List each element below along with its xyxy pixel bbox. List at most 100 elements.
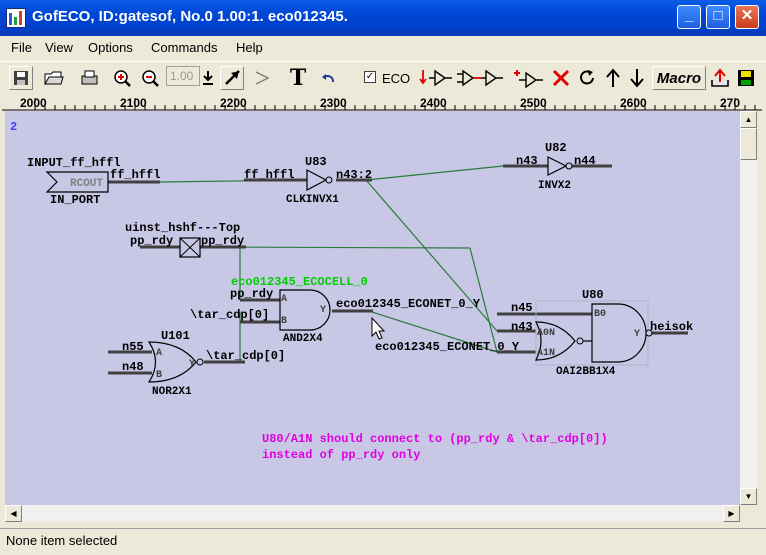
rotate-icon[interactable] [575, 66, 599, 90]
input-port-symbol[interactable] [45, 171, 109, 193]
pin-label: Y [320, 305, 326, 316]
net-label: pp_rdy [130, 234, 173, 248]
undo-icon[interactable] [316, 66, 340, 90]
pin-label: A0N [537, 328, 555, 339]
ruler-label: 2400 [420, 96, 447, 110]
minimize-button[interactable]: _ [677, 5, 701, 29]
ruler: 2000 2100 2200 2300 2400 2500 2600 270 [2, 94, 762, 111]
input-port-name: INPUT_ff_hffl [27, 156, 121, 170]
delete-icon[interactable] [549, 66, 573, 90]
net-label: n43 [511, 320, 533, 334]
menu-commands[interactable]: Commands [151, 40, 218, 55]
app-icon[interactable] [6, 8, 26, 28]
insert-gate-chain-icon[interactable] [456, 66, 504, 90]
zoom-input[interactable]: 1.00 [166, 66, 200, 86]
menu-file[interactable]: File [11, 40, 32, 55]
mouse-cursor-icon [371, 316, 386, 340]
pin-label: B [281, 316, 287, 327]
scroll-right-button[interactable]: ▶ [723, 505, 740, 522]
vertical-scroll-thumb[interactable] [740, 128, 757, 160]
u82-type: INVX2 [538, 180, 571, 192]
eco-note-line1: U80/A1N should connect to (pp_rdy & \tar… [262, 432, 608, 446]
u82-name: U82 [545, 141, 567, 155]
net-label: \tar_cdp[0] [190, 308, 269, 322]
u82-inverter-symbol[interactable] [547, 156, 573, 176]
u80-type: OAI2BB1X4 [556, 366, 616, 378]
menu-options[interactable]: Options [88, 40, 133, 55]
menu-help[interactable]: Help [236, 40, 263, 55]
ruler-label: 2300 [320, 96, 347, 110]
net-label: n43 [516, 154, 538, 168]
pin-label: B [156, 370, 162, 381]
arrow-up-icon[interactable] [601, 66, 625, 90]
add-gate-icon[interactable] [511, 66, 545, 90]
nor2x1-gate-symbol[interactable] [147, 341, 204, 383]
horizontal-scrollbar[interactable]: ◀ ▶ [5, 505, 757, 522]
maximize-button[interactable]: □ [706, 5, 730, 29]
save-icon[interactable] [9, 66, 33, 90]
macro-button[interactable]: Macro [652, 66, 706, 90]
ruler-label: 270 [720, 96, 741, 110]
net-label: n44 [574, 154, 596, 168]
u101-type: NOR2X1 [152, 386, 192, 398]
pin-label: B0 [594, 309, 606, 320]
save-eco-icon[interactable] [734, 66, 758, 90]
insert-buffer-icon[interactable] [419, 66, 453, 90]
u83-inverter-symbol[interactable] [306, 169, 333, 191]
open-folder-icon[interactable] [42, 66, 66, 90]
ruler-ticks [2, 98, 762, 111]
eco-net-label: eco012345_ECONET_0_Y [336, 297, 481, 311]
close-button[interactable]: ✕ [735, 5, 759, 29]
ruler-label: 2100 [120, 96, 147, 110]
net-label: n45 [511, 301, 533, 315]
uinst-name: uinst_hshf---Top [125, 221, 240, 235]
net-label: n48 [122, 360, 144, 374]
eco-checkbox[interactable]: ✓ [364, 71, 376, 83]
pin-label: Y [634, 329, 640, 340]
menu-view[interactable]: View [45, 40, 73, 55]
ruler-label: 2600 [620, 96, 647, 110]
menu-bar: File View Options Commands Help [0, 36, 766, 60]
scroll-down-button[interactable]: ▼ [740, 488, 757, 505]
and2x4-type: AND2X4 [283, 333, 323, 345]
u80-name: U80 [582, 288, 604, 302]
print-icon[interactable] [77, 66, 101, 90]
status-bar: None item selected [0, 528, 766, 555]
zoom-apply-icon[interactable] [196, 66, 220, 90]
oai2bb1x4-gate-symbol[interactable] [535, 300, 653, 366]
eco-checkbox-label: ECO [382, 71, 411, 86]
uinst-box-symbol[interactable] [179, 237, 201, 258]
ruler-label: 2500 [520, 96, 547, 110]
net-label: ff_hffl [110, 168, 160, 182]
zoom-in-icon[interactable] [110, 66, 134, 90]
u83-type: CLKINVX1 [286, 194, 339, 206]
arrow-down-icon[interactable] [625, 66, 649, 90]
net-wires [108, 164, 688, 375]
eco-cell-name: eco012345_ECOCELL_0 [231, 275, 368, 289]
ruler-label: 2000 [20, 96, 47, 110]
net-label: pp_rdy [230, 287, 273, 301]
net-label: heisok [650, 320, 693, 334]
export-icon[interactable] [708, 66, 732, 90]
net-label: n43:2 [336, 168, 372, 182]
scroll-corner [740, 505, 757, 522]
schematic-canvas[interactable]: 2 [5, 111, 740, 505]
net-label: ff_hffl [244, 168, 294, 182]
layer-number: 2 [10, 120, 17, 134]
vertical-scrollbar[interactable]: ▲ ▼ [740, 111, 757, 505]
title-bar: GofECO, ID:gatesof, No.0 1.00:1. eco0123… [0, 0, 766, 36]
input-port-type: IN_PORT [50, 193, 100, 207]
eco-net-label: eco012345_ECONET_0_Y [375, 340, 520, 354]
and2x4-gate-symbol[interactable] [279, 289, 331, 331]
select-arrow-icon[interactable] [220, 66, 244, 90]
status-text: None item selected [6, 533, 118, 548]
zoom-out-icon[interactable] [138, 66, 162, 90]
pin-label: A1N [537, 348, 555, 359]
text-tool-icon[interactable]: T [289, 65, 307, 91]
input-port-pin: RCOUT [70, 178, 103, 190]
scroll-left-button[interactable]: ◀ [5, 505, 22, 522]
window-title: GofECO, ID:gatesof, No.0 1.00:1. eco0123… [32, 8, 348, 25]
pin-label: A [281, 294, 287, 305]
wire-tool-icon[interactable] [250, 66, 274, 90]
scroll-up-button[interactable]: ▲ [740, 111, 757, 128]
